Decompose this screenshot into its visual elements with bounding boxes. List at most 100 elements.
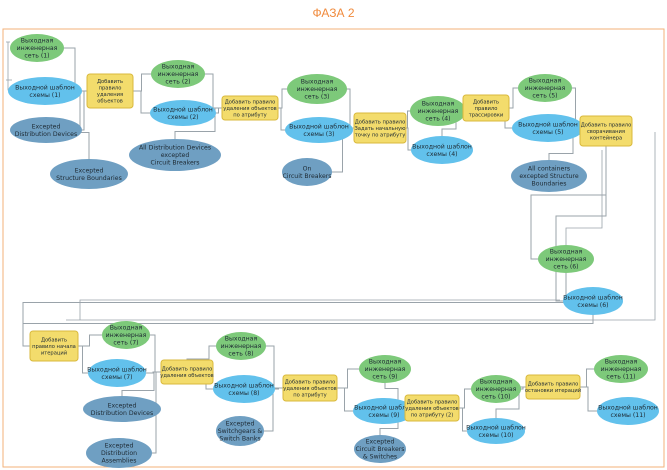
node-shape	[150, 100, 216, 126]
connector-n16-n17	[507, 87, 519, 109]
node-shape	[216, 416, 264, 446]
node-shape	[285, 117, 353, 143]
node-shape	[404, 394, 460, 422]
node-label-line: Circuit Breakers	[355, 446, 404, 453]
node-label-line: удаления объектов	[223, 106, 277, 112]
connector-n5-n6	[131, 73, 152, 92]
node-label-line: удаления объектов	[160, 373, 214, 379]
node-shape	[86, 438, 152, 468]
node-shape	[471, 375, 521, 403]
node-shape	[359, 355, 411, 383]
node-label-line: Выходной шаблон	[598, 403, 658, 411]
node-label-line: схемы (7)	[101, 374, 132, 381]
node-label-line: схемы (4)	[426, 151, 457, 158]
node-label-line: удаления объектов	[283, 386, 337, 392]
node-label-line: Distribution	[101, 450, 137, 457]
node-label-line: сеть (9)	[372, 374, 397, 381]
node-shape	[597, 397, 659, 425]
node-label-line: Выходная	[162, 64, 195, 71]
node-label-line: по атрибуту	[233, 112, 266, 118]
node-shape	[579, 115, 633, 147]
node-label-line: Excepted	[226, 421, 255, 428]
frame-title: ФАЗА 2	[312, 6, 355, 20]
node-label-line: инженерная	[106, 332, 147, 339]
node-shape	[462, 94, 510, 122]
node-label-line: удаления объектов	[405, 406, 459, 412]
node-label-line: Добавить правило	[225, 99, 276, 105]
node-shape	[353, 398, 415, 424]
node-label-line: All Distribution Devices	[139, 145, 211, 152]
guide-line	[565, 150, 603, 245]
node-label-line: Выходная	[529, 78, 562, 85]
node-label-line: сеть (5)	[532, 93, 557, 100]
node-label-line: сеть (2)	[165, 79, 190, 86]
node-label-line: Выходная	[225, 336, 258, 343]
node-label-line: удаления	[97, 92, 123, 98]
node-label-line: Excepted	[366, 439, 395, 446]
connector-n23-n24	[76, 334, 103, 347]
node-shape	[50, 159, 128, 189]
connector-n6-n9	[203, 73, 223, 109]
parameter-node-n8[interactable]: All Distribution DevicesexceptedCircuit …	[129, 139, 221, 171]
node-label-line: Выходная	[369, 359, 402, 366]
node-label-line: Выходной шаблон	[354, 403, 414, 411]
node-label-line: инженерная	[365, 366, 406, 373]
node-shape	[213, 375, 275, 403]
node-label-line: трассировки	[469, 112, 504, 118]
node-label-line: Выходная	[301, 79, 334, 86]
node-label-line: схемы (8)	[228, 390, 259, 397]
node-label-line: Добавить правило	[528, 382, 579, 388]
connector-n5-n7	[131, 90, 151, 114]
node-label-line: схемы (3)	[303, 131, 334, 138]
node-shape	[221, 95, 279, 121]
node-shape	[10, 34, 64, 62]
node-label-line: инженерная	[297, 86, 338, 93]
connector-n22-n23	[22, 315, 594, 347]
guide-line	[79, 299, 560, 320]
node-shape	[511, 160, 587, 192]
node-shape	[518, 74, 572, 102]
node-label-line: Excepted	[75, 167, 104, 174]
